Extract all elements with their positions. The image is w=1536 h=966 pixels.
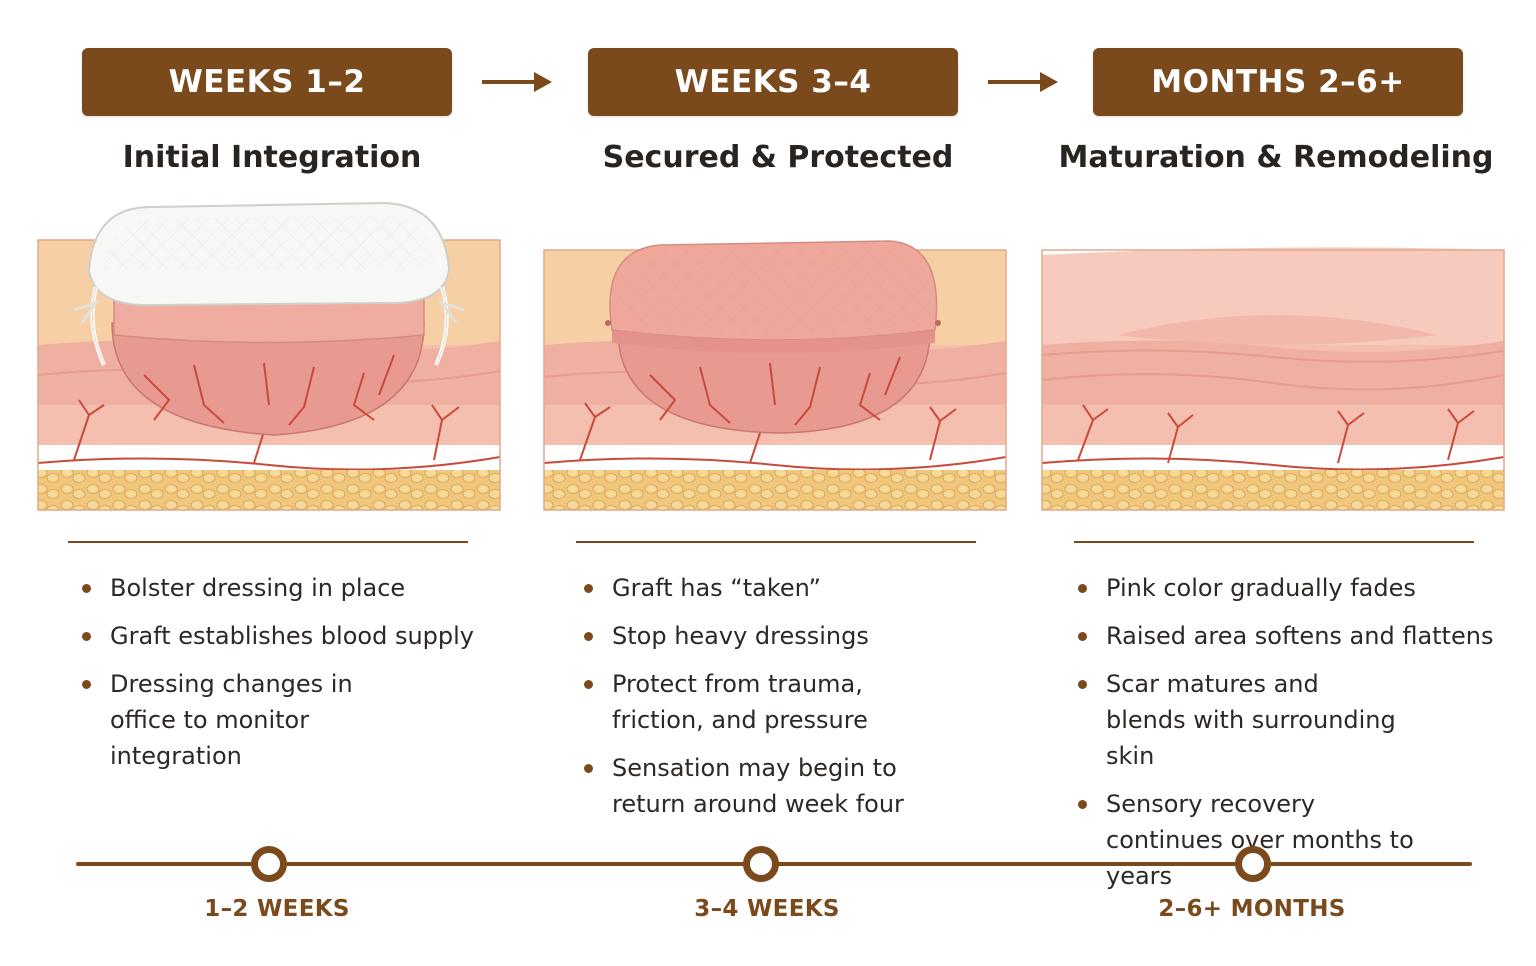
list-item: Sensory recovery continues over months t…: [1076, 786, 1426, 894]
list-item: Scar matures and blends with surrounding…: [1076, 666, 1396, 774]
skin-graft-taken-illustration: [543, 240, 1007, 511]
list-item: Protect from trauma, friction, and press…: [582, 666, 952, 738]
phase-1-header-text: WEEKS 1–2: [168, 64, 366, 100]
phase-2-subtitle: Secured & Protected: [602, 140, 954, 175]
skin-graft-matured-illustration: [1041, 247, 1505, 511]
phase-2-bullets: Graft has “taken” Stop heavy dressings P…: [582, 570, 1002, 834]
timeline-node-1-icon: [251, 846, 287, 882]
list-item: Graft establishes blood supply: [80, 618, 500, 654]
list-item: Dressing changes in office to monitor in…: [80, 666, 410, 774]
arrow-right-icon: [482, 72, 552, 92]
phase-3-header-text: MONTHS 2–6+: [1151, 64, 1405, 100]
timeline-label-1: 1–2 WEEKS: [204, 896, 350, 922]
phase-2-header-text: WEEKS 3–4: [674, 64, 872, 100]
phase-3-divider: [1074, 541, 1474, 543]
phase-2-header: WEEKS 3–4: [588, 48, 958, 116]
list-item: Raised area softens and flattens: [1076, 618, 1496, 654]
list-item: Pink color gradually fades: [1076, 570, 1496, 606]
phase-2-divider: [576, 541, 976, 543]
phase-1-subtitle: Initial Integration: [122, 140, 422, 175]
phase-1-divider: [68, 541, 468, 543]
phase-1-header: WEEKS 1–2: [82, 48, 452, 116]
skin-graft-bolster-illustration: [37, 201, 501, 511]
arrow-right-icon: [988, 72, 1058, 92]
list-item: Bolster dressing in place: [80, 570, 500, 606]
list-item: Stop heavy dressings: [582, 618, 1002, 654]
phase-3-subtitle: Maturation & Remodeling: [1058, 140, 1494, 175]
phase-3-bullets: Pink color gradually fades Raised area s…: [1076, 570, 1496, 906]
list-item: Graft has “taken”: [582, 570, 1002, 606]
timeline-node-3-icon: [1235, 846, 1271, 882]
phase-1-bullets: Bolster dressing in place Graft establis…: [80, 570, 500, 786]
timeline-label-2: 3–4 WEEKS: [694, 896, 840, 922]
phase-3-header: MONTHS 2–6+: [1093, 48, 1463, 116]
timeline-node-2-icon: [743, 846, 779, 882]
timeline-label-3: 2–6+ MONTHS: [1158, 896, 1346, 922]
list-item: Sensation may begin to return around wee…: [582, 750, 957, 822]
